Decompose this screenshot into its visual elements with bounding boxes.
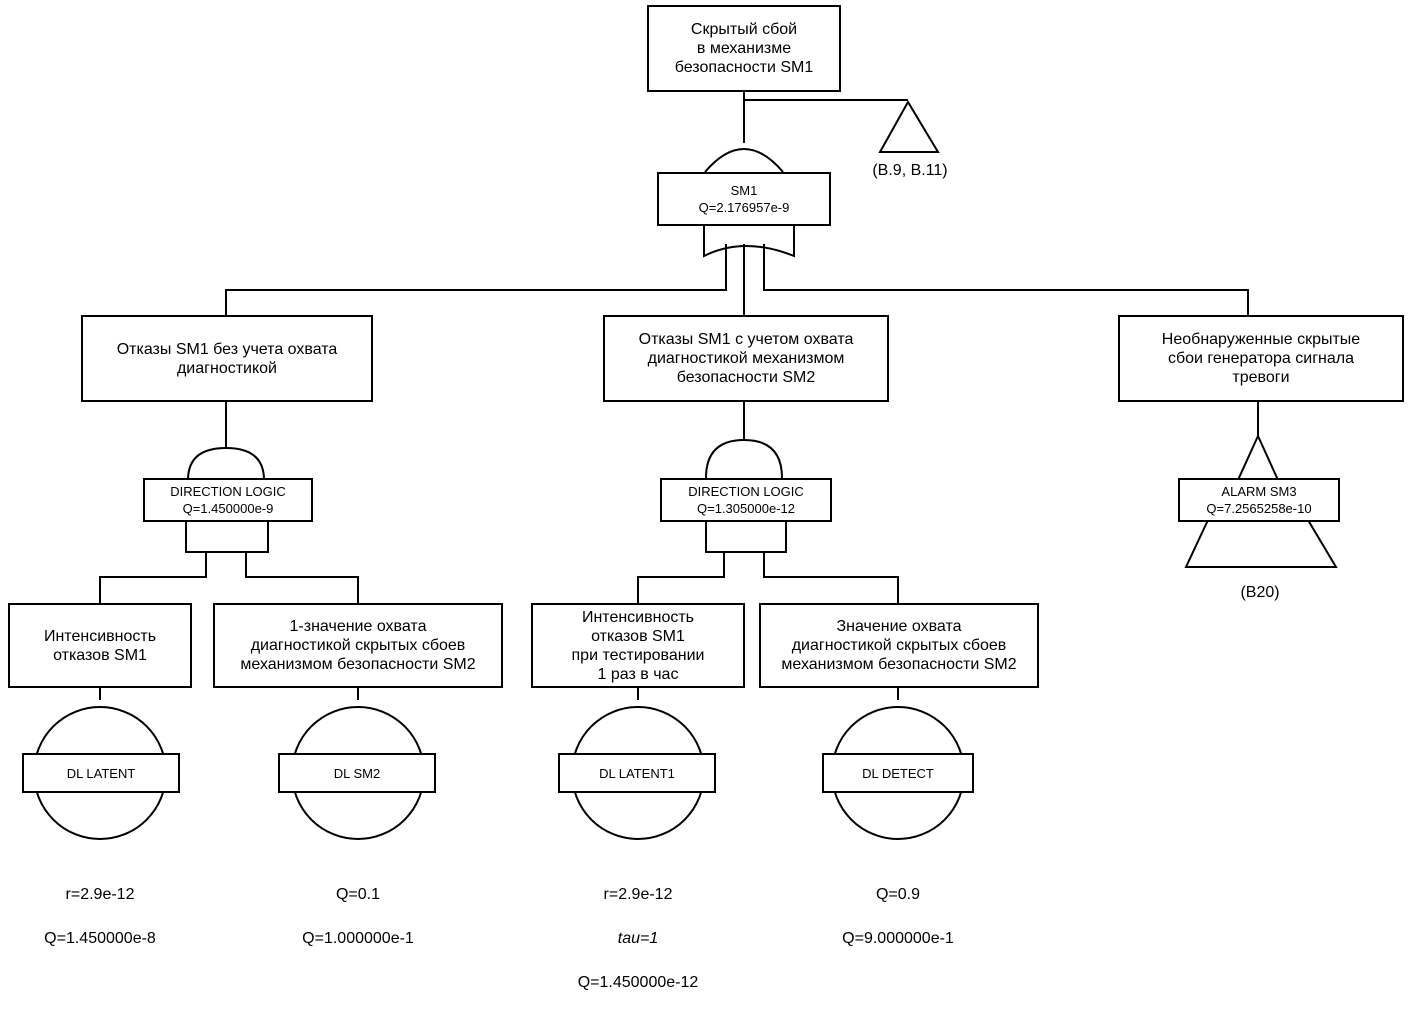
- gate-sm1-name: SM1: [730, 183, 758, 198]
- event-values-dl-latent: r=2.9e-12 Q=1.450000e-8: [10, 862, 190, 972]
- event-id-dl-latent: DL LATENT: [22, 753, 180, 793]
- connector-middle-gate-to-event1: [637, 552, 725, 603]
- connector-middle-gate-to-event2: [763, 552, 899, 603]
- gate-right-box: ALARM SM3 Q=7.2565258e-10: [1178, 478, 1340, 522]
- value-line: r=2.9e-12: [603, 886, 673, 903]
- top-event-box: Скрытый сбой в механизме безопасности SM…: [647, 5, 841, 92]
- or-gate-base-sm1: [703, 226, 795, 258]
- gate-right-name: ALARM SM3: [1221, 484, 1297, 499]
- gate-right-q: Q=7.2565258e-10: [1206, 501, 1312, 516]
- event-values-dl-detect: Q=0.9 Q=9.000000e-1: [808, 862, 988, 972]
- and-gate-base-left: [185, 522, 269, 553]
- gate-left-q: Q=1.450000e-9: [182, 501, 274, 516]
- gate-middle-q: Q=1.305000e-12: [697, 501, 795, 516]
- and-gate-base-middle: [705, 522, 787, 553]
- gate-left-name: DIRECTION LOGIC: [170, 484, 286, 499]
- event-id-dl-sm2: DL SM2: [278, 753, 436, 793]
- transfer-triangle-top: [878, 100, 940, 153]
- event-box-dl-latent1: Интенсивность отказов SM1 при тестирован…: [531, 603, 745, 688]
- event-id-dl-latent1: DL LATENT1: [558, 753, 716, 793]
- connector-to-right-branch: [763, 244, 1249, 315]
- event-values-dl-latent1: r=2.9e-12 tau=1 Q=1.450000e-12: [543, 862, 733, 1016]
- connector-left-gate-to-event1: [99, 552, 207, 603]
- and-gate-top-middle: [705, 438, 783, 479]
- event-id-dl-detect: DL DETECT: [822, 753, 974, 793]
- event-box-dl-detect: Значение охвата диагностикой скрытых сбо…: [759, 603, 1039, 688]
- value-line: r=2.9e-12: [65, 886, 135, 903]
- gate-sm1-q: Q=2.176957e-9: [698, 200, 790, 215]
- event-values-dl-sm2: Q=0.1 Q=1.000000e-1: [268, 862, 448, 972]
- right-branch-box: Необнаруженные скрытые сбои генератора с…: [1118, 315, 1404, 402]
- value-line: Q=9.000000e-1: [842, 930, 954, 947]
- value-line: Q=0.1: [335, 886, 381, 903]
- top-transfer-ref: (B.9, B.11): [872, 162, 948, 179]
- transfer-triangle-right-bottom: [1184, 519, 1338, 568]
- and-gate-top-left: [187, 446, 265, 481]
- and-gate-top-sm1: [704, 148, 784, 173]
- middle-branch-box: Отказы SM1 с учетом охвата диагностикой …: [603, 315, 889, 402]
- event-box-dl-sm2: 1-значение охвата диагностикой скрытых с…: [213, 603, 503, 688]
- value-line: tau=1: [617, 930, 659, 947]
- gate-sm1-box: SM1 Q=2.176957e-9: [657, 172, 831, 226]
- gate-left-box: DIRECTION LOGIC Q=1.450000e-9: [143, 478, 313, 522]
- gate-middle-name: DIRECTION LOGIC: [688, 484, 804, 499]
- value-line: Q=1.450000e-12: [577, 974, 699, 991]
- right-transfer-ref: (B20): [1240, 584, 1280, 601]
- transfer-triangle-right-top: [1236, 433, 1280, 481]
- value-line: Q=1.450000e-8: [44, 930, 156, 947]
- left-branch-box: Отказы SM1 без учета охвата диагностикой: [81, 315, 373, 402]
- value-line: Q=0.9: [875, 886, 921, 903]
- connector-to-left-branch: [225, 244, 727, 315]
- event-box-dl-latent: Интенсивность отказов SM1: [8, 603, 192, 688]
- gate-middle-box: DIRECTION LOGIC Q=1.305000e-12: [660, 478, 832, 522]
- value-line: Q=1.000000e-1: [302, 930, 414, 947]
- connector-left-gate-to-event2: [245, 552, 359, 603]
